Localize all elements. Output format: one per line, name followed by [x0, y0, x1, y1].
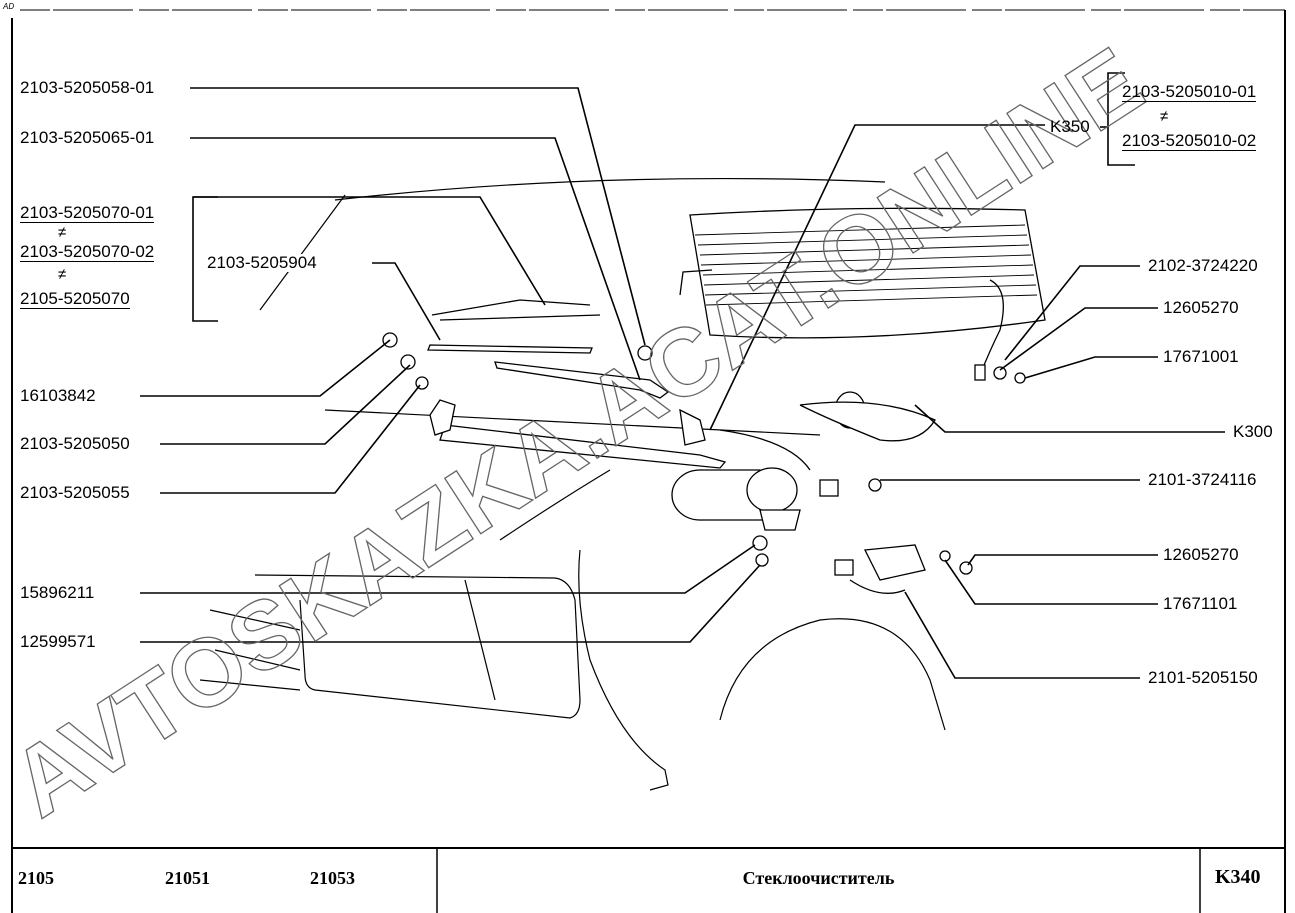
callout-12605270-lower: 12605270 — [1163, 545, 1239, 564]
footer-model-21051: 21051 — [165, 868, 210, 888]
callout-group-item-1: 2103-5205070-01 — [20, 203, 155, 223]
car-body-sketch — [199, 177, 946, 791]
callout-12599571: 12599571 — [20, 632, 96, 651]
callout-2103-5205050: 2103-5205050 — [20, 434, 130, 453]
rear-window-sketch — [679, 207, 1046, 376]
callout-2103-5205904: 2103-5205904 — [207, 253, 317, 272]
callout-k350-item-1: 2103-5205010-01 — [1122, 82, 1257, 102]
callout-16103842: 16103842 — [20, 386, 96, 405]
not-equal-sign: ≠ — [58, 266, 67, 283]
callout-group-item-3: 2105-5205070 — [20, 289, 130, 309]
callout-12605270: 12605270 — [1163, 298, 1239, 317]
not-equal-sign: ≠ — [58, 224, 67, 241]
footer-title: Стеклоочиститель — [742, 868, 895, 888]
callout-2101-5205150: 2101-5205150 — [1148, 668, 1258, 687]
callout-k350-item-2: 2103-5205010-02 — [1122, 131, 1257, 151]
callout-2102-3724220: 2102-3724220 — [1148, 256, 1258, 275]
callout-2103-5205055: 2103-5205055 — [20, 483, 130, 502]
leader-lines — [140, 72, 1225, 679]
callout-k300: K300 — [1233, 422, 1273, 441]
callout-15896211: 15896211 — [20, 583, 95, 602]
callout-2101-3724116: 2101-3724116 — [1148, 470, 1257, 489]
footer-code: K340 — [1215, 866, 1261, 888]
callout-2103-5205065-01: 2103-5205065-01 — [20, 128, 155, 147]
not-equal-sign: ≠ — [1160, 108, 1169, 125]
footer-model-2105: 2105 — [18, 868, 54, 888]
callout-group-item-2: 2103-5205070-02 — [20, 242, 155, 262]
callout-2103-5205058-01: 2103-5205058-01 — [20, 78, 155, 97]
callout-17671001: 17671001 — [1163, 347, 1239, 366]
footer-model-21053: 21053 — [310, 868, 355, 888]
corner-mark: AD — [3, 2, 15, 11]
wiper-parts-sketch — [382, 299, 1026, 594]
callout-k350: K350 — [1050, 117, 1090, 136]
callout-17671101: 17671101 — [1163, 594, 1238, 613]
